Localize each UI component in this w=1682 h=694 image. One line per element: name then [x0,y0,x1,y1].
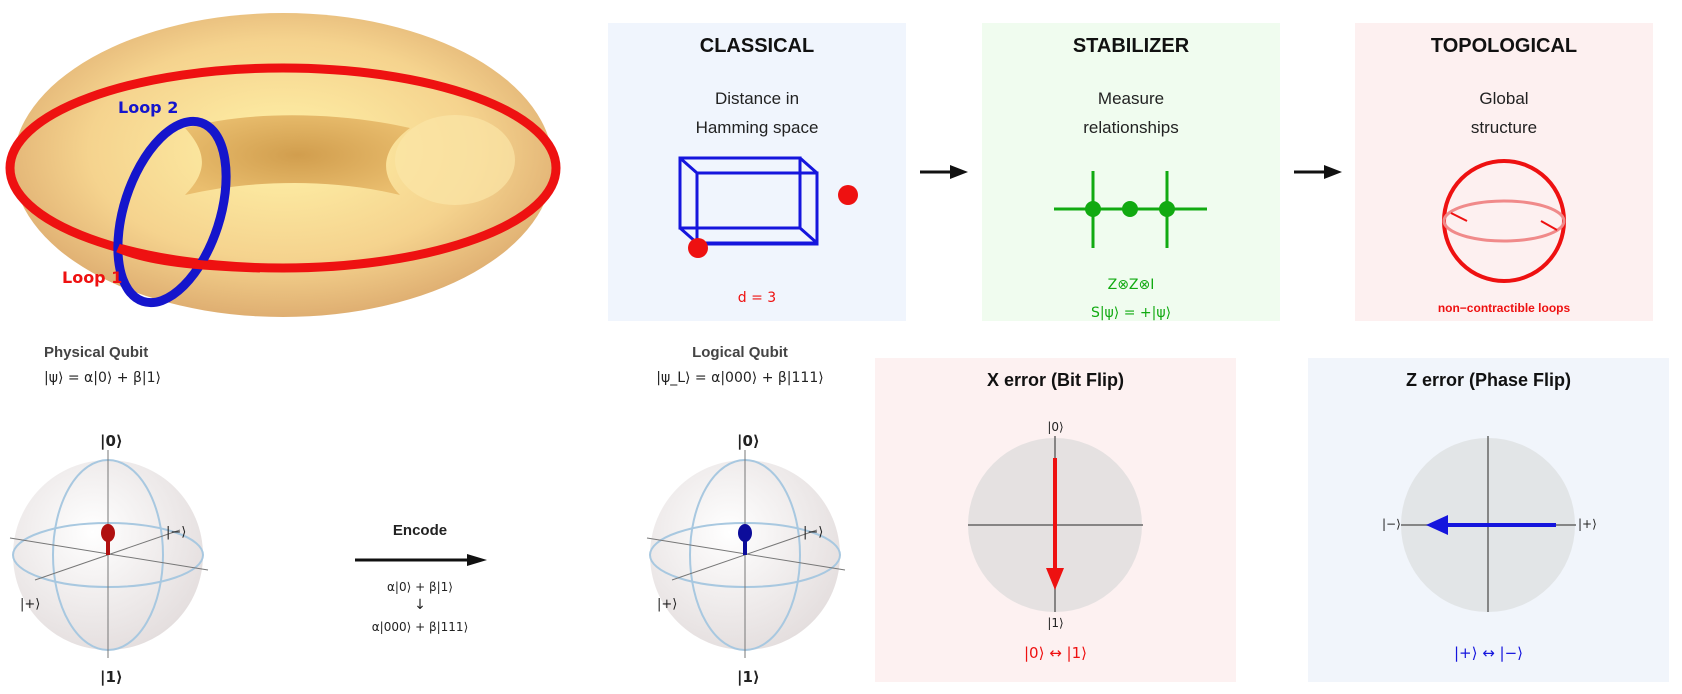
encode-line1: α|0⟩ + β|1⟩ [387,580,453,594]
topological-caption: non−contractible loops [1437,301,1571,315]
loop2-ring [113,116,231,308]
topological-line1: Global [1479,89,1529,108]
qubit-node-3 [1159,201,1175,217]
loop1-label: Loop 1 [62,268,123,287]
logical-ket0: |0⟩ [737,432,760,450]
state-vector-head [738,524,752,542]
topological-panel: TOPOLOGICAL Global structure non−contrac… [1355,23,1653,321]
logical-ketminus: |−⟩ [803,525,824,540]
loop1-ring-front [116,243,261,273]
stabilizer-title: STABILIZER [1072,35,1190,57]
logical-ket1: |1⟩ [737,668,760,686]
logical-ketplus: |+⟩ [657,597,678,612]
codeword-000 [688,238,708,258]
torus-hole [185,115,410,195]
zerror-left-label: |−⟩ [1382,517,1401,531]
topological-title: TOPOLOGICAL [1430,35,1578,57]
physical-qubit-title: Physical Qubit [44,344,149,361]
encode-down-arrow: ↓ [414,597,426,613]
stabilizer-graph [1054,171,1207,248]
physical-qubit-state: |ψ⟩ = α|0⟩ + β|1⟩ [44,370,162,386]
torus-inner-bulge [395,115,515,205]
logical-qubit-state: |ψ_L⟩ = α|000⟩ + β|111⟩ [656,370,824,386]
arrow-classical-to-stabilizer [920,165,968,179]
qubit-node-1 [1085,201,1101,217]
encode-label: Encode [392,522,448,539]
xerror-bottom-label: |1⟩ [1047,616,1064,630]
encode-arrow [355,554,487,566]
zerror-title: Z error (Phase Flip) [1405,370,1572,390]
xerror-diagram [968,436,1143,612]
logical-bloch-sphere [646,450,846,658]
stabilizer-caption1: Z⊗Z⊗I [1107,277,1155,293]
physical-ketplus: |+⟩ [20,597,41,612]
classical-line1: Distance in [714,89,800,108]
xerror-title: X error (Bit Flip) [986,370,1124,390]
topological-sphere [1442,159,1566,283]
zerror-caption: |+⟩ ↔ |−⟩ [1453,644,1524,662]
physical-ket0: |0⟩ [100,432,123,450]
zerror-panel: Z error (Phase Flip) |−⟩ |+⟩ |+⟩ ↔ |−⟩ [1308,358,1669,682]
physical-ketminus: |−⟩ [166,525,187,540]
stabilizer-panel: STABILIZER Measure relationships Z⊗Z⊗I S… [982,23,1280,321]
physical-bloch-sphere [9,450,209,658]
physical-ket1: |1⟩ [100,668,123,686]
qubit-node-2 [1122,201,1138,217]
torus-diagram [5,13,561,317]
logical-qubit-title: Logical Qubit [692,344,788,361]
state-vector-head [101,524,115,542]
zerror-diagram [1401,436,1576,612]
xerror-panel: X error (Bit Flip) |0⟩ |1⟩ |0⟩ ↔ |1⟩ [875,358,1236,682]
stabilizer-line1: Measure [1097,89,1165,108]
loop2-label: Loop 2 [118,98,179,117]
xerror-caption: |0⟩ ↔ |1⟩ [1023,644,1087,662]
topological-line2: structure [1470,118,1538,137]
stabilizer-caption2: S|ψ⟩ = +|ψ⟩ [1090,305,1172,321]
loop1-ring [5,63,561,273]
zerror-right-label: |+⟩ [1578,517,1597,531]
codeword-111 [838,185,858,205]
stabilizer-line2: relationships [1083,118,1179,137]
classical-line2: Hamming space [695,118,819,137]
classical-title: CLASSICAL [699,35,815,57]
encode-line2: α|000⟩ + β|111⟩ [371,620,469,634]
xerror-top-label: |0⟩ [1047,420,1064,434]
arrow-stabilizer-to-topological [1294,165,1342,179]
classical-caption: d = 3 [737,290,777,306]
hamming-cube-edges [678,156,858,258]
